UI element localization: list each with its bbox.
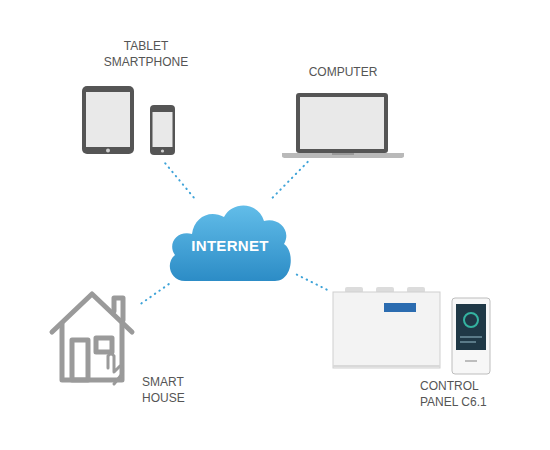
cloud-node: INTERNET bbox=[165, 199, 295, 283]
dotted-link bbox=[162, 160, 194, 198]
device-group: CONTROL PANEL C6.1 bbox=[332, 288, 492, 377]
device-label: SMART HOUSE bbox=[142, 374, 202, 406]
dotted-link bbox=[273, 161, 309, 197]
device-group: TABLET SMARTPHONE bbox=[82, 84, 178, 158]
dotted-link bbox=[138, 284, 169, 306]
ventilation-unit bbox=[333, 287, 440, 368]
tablet-icon bbox=[82, 86, 134, 154]
laptop-icon bbox=[282, 93, 404, 158]
dotted-link bbox=[297, 275, 330, 292]
device-label: TABLET SMARTPHONE bbox=[100, 38, 192, 70]
smartphone-icon bbox=[150, 105, 175, 155]
cloud-label: INTERNET bbox=[191, 229, 268, 254]
device-group: COMPUTER bbox=[280, 92, 406, 160]
device-group: SMART HOUSE bbox=[50, 290, 136, 385]
house-icon bbox=[52, 294, 132, 384]
device-label: CONTROL PANEL C6.1 bbox=[420, 378, 502, 410]
control-panel-device bbox=[452, 298, 490, 374]
device-label: COMPUTER bbox=[280, 64, 406, 80]
